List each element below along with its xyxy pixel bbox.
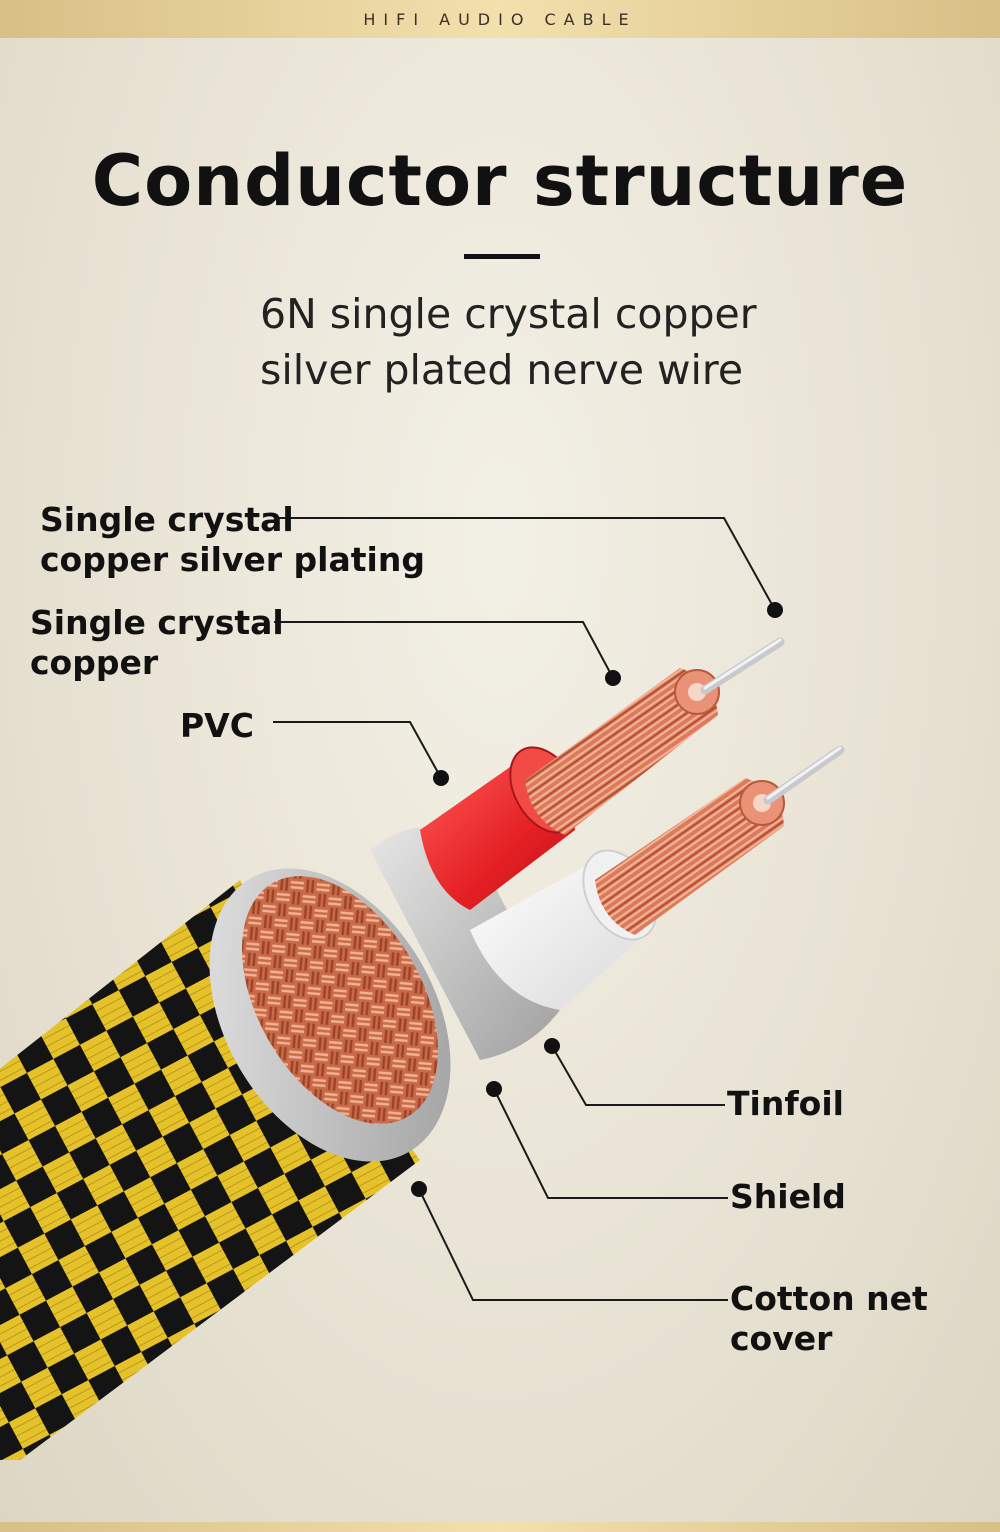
copper-conductor-upper: [525, 668, 718, 835]
label-copper-line-1: Single crystal: [30, 603, 284, 642]
subtitle-line-1: 6N single crystal copper: [260, 290, 757, 338]
tinfoil-layer: [370, 827, 560, 1060]
page-title: Conductor structure: [91, 140, 909, 222]
leader-shield: [493, 1088, 728, 1199]
leader-tinfoil: [551, 1045, 725, 1106]
banner-tagline: HIFI AUDIO CABLE: [363, 9, 637, 29]
label-cotton-line-2: cover: [730, 1319, 833, 1358]
copper-conductor-lower: [595, 778, 784, 935]
title-underline: [464, 254, 540, 259]
silver-wire-lower: [763, 745, 845, 805]
leader-cotton: [418, 1188, 728, 1301]
leader-lines: [273, 517, 776, 1301]
label-single-crystal-copper: Single crystal copper: [30, 603, 284, 683]
label-pvc: PVC: [180, 706, 254, 745]
label-cotton-line-1: Cotton net: [730, 1279, 928, 1318]
leader-silver-plating: [278, 517, 776, 611]
leader-dots: [411, 602, 783, 1197]
label-copper-line-2: copper: [30, 643, 159, 682]
label-shield: Shield: [730, 1177, 846, 1216]
leader-copper: [274, 621, 614, 679]
label-tinfoil: Tinfoil: [727, 1084, 844, 1123]
bottom-banner: [0, 1522, 1000, 1532]
leader-pvc: [273, 721, 442, 779]
label-silver-plating-line-2: copper silver plating: [40, 540, 425, 579]
page-subtitle: 6N single crystal copper silver plated n…: [260, 286, 860, 398]
label-silver-plating-line-1: Single crystal: [40, 500, 294, 539]
top-banner: HIFI AUDIO CABLE: [0, 0, 1000, 38]
label-silver-plating: Single crystal copper silver plating: [40, 500, 425, 580]
subtitle-line-2: silver plated nerve wire: [260, 346, 744, 394]
silver-wire-upper: [700, 637, 785, 695]
shield-braid: [242, 876, 438, 1124]
label-cotton-net-cover: Cotton net cover: [730, 1279, 928, 1359]
